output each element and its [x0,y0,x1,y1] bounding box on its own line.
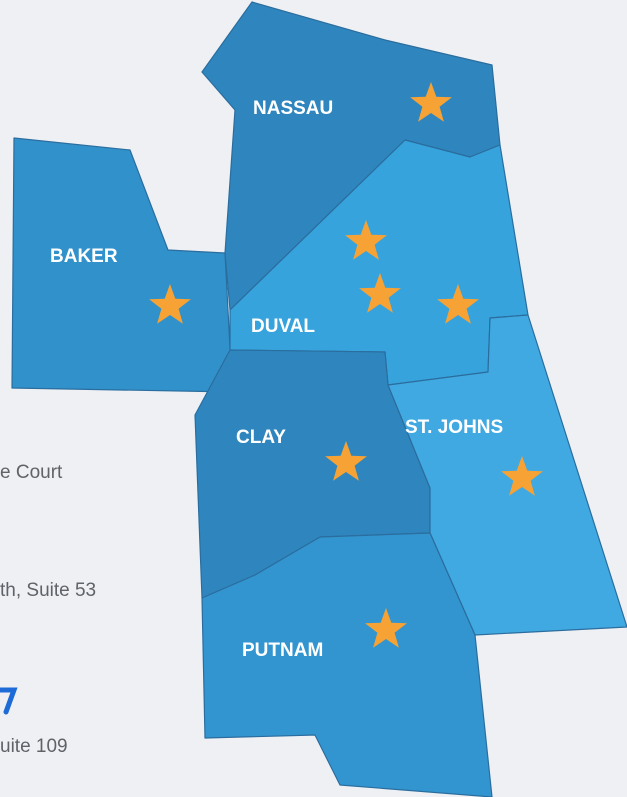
county-label-duval: DUVAL [251,316,315,337]
county-putnam[interactable] [201,532,493,797]
county-label-putnam: PUTNAM [242,640,323,661]
county-label-clay: CLAY [236,427,286,448]
address-line-1: e Court [0,462,63,483]
county-baker[interactable] [11,137,235,393]
address-line-2: th, Suite 53 [0,580,97,601]
county-label-baker: BAKER [50,246,118,267]
address-line-3: uite 109 [0,736,68,757]
county-label-st-johns: ST. JOHNS [405,417,503,438]
county-label-nassau: NASSAU [253,98,333,119]
partial-heading-glyph [0,687,18,715]
